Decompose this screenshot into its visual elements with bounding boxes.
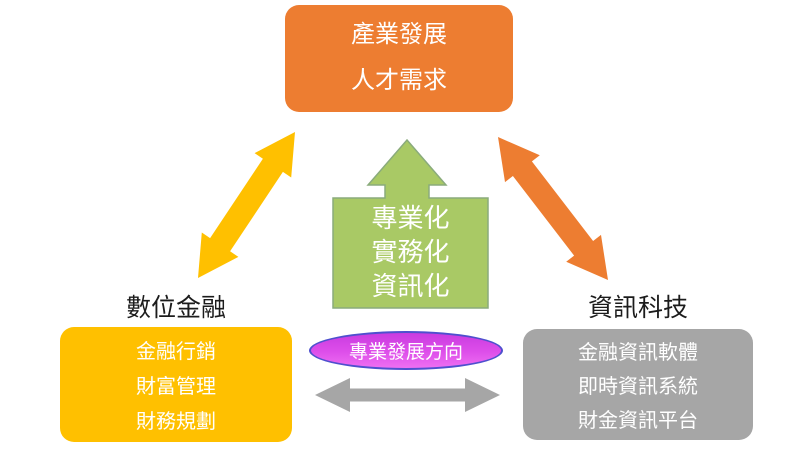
- professionalization-line: 專業化: [371, 204, 450, 234]
- industry-demand-line: 人才需求: [351, 65, 447, 94]
- professional-development-label: 專業發展方向: [348, 341, 463, 363]
- information-technology-label: 資訊科技: [587, 293, 688, 322]
- digital-finance-box: 金融行銷 財富管理 財務規劃: [60, 327, 292, 442]
- industry-demand-box: 產業發展 人才需求: [285, 5, 513, 112]
- digital-finance-item: 財務規劃: [136, 409, 216, 433]
- gray-double-arrow-icon: [315, 378, 500, 412]
- industry-demand-line: 產業發展: [351, 20, 447, 49]
- digital-finance-label: 數位金融: [125, 293, 226, 322]
- information-technology-item: 金融資訊軟體: [578, 340, 698, 365]
- green-up-arrow-callout: [332, 138, 489, 309]
- yellow-double-arrow-icon: [198, 132, 295, 278]
- information-technology-item: 即時資訊系統: [578, 373, 698, 398]
- orange-double-arrow-icon: [498, 137, 608, 280]
- professionalization-line: 實務化: [371, 238, 450, 268]
- professional-development-ellipse: 專業發展方向: [309, 331, 503, 370]
- professionalization-line: 資訊化: [371, 272, 450, 302]
- information-technology-item: 財金資訊平台: [578, 407, 698, 432]
- professionalization-text-block: 專業化 實務化 資訊化: [333, 198, 488, 308]
- information-technology-box: 金融資訊軟體 即時資訊系統 財金資訊平台: [523, 329, 753, 440]
- digital-finance-item: 金融行銷: [136, 339, 216, 363]
- digital-finance-item: 財富管理: [136, 374, 216, 398]
